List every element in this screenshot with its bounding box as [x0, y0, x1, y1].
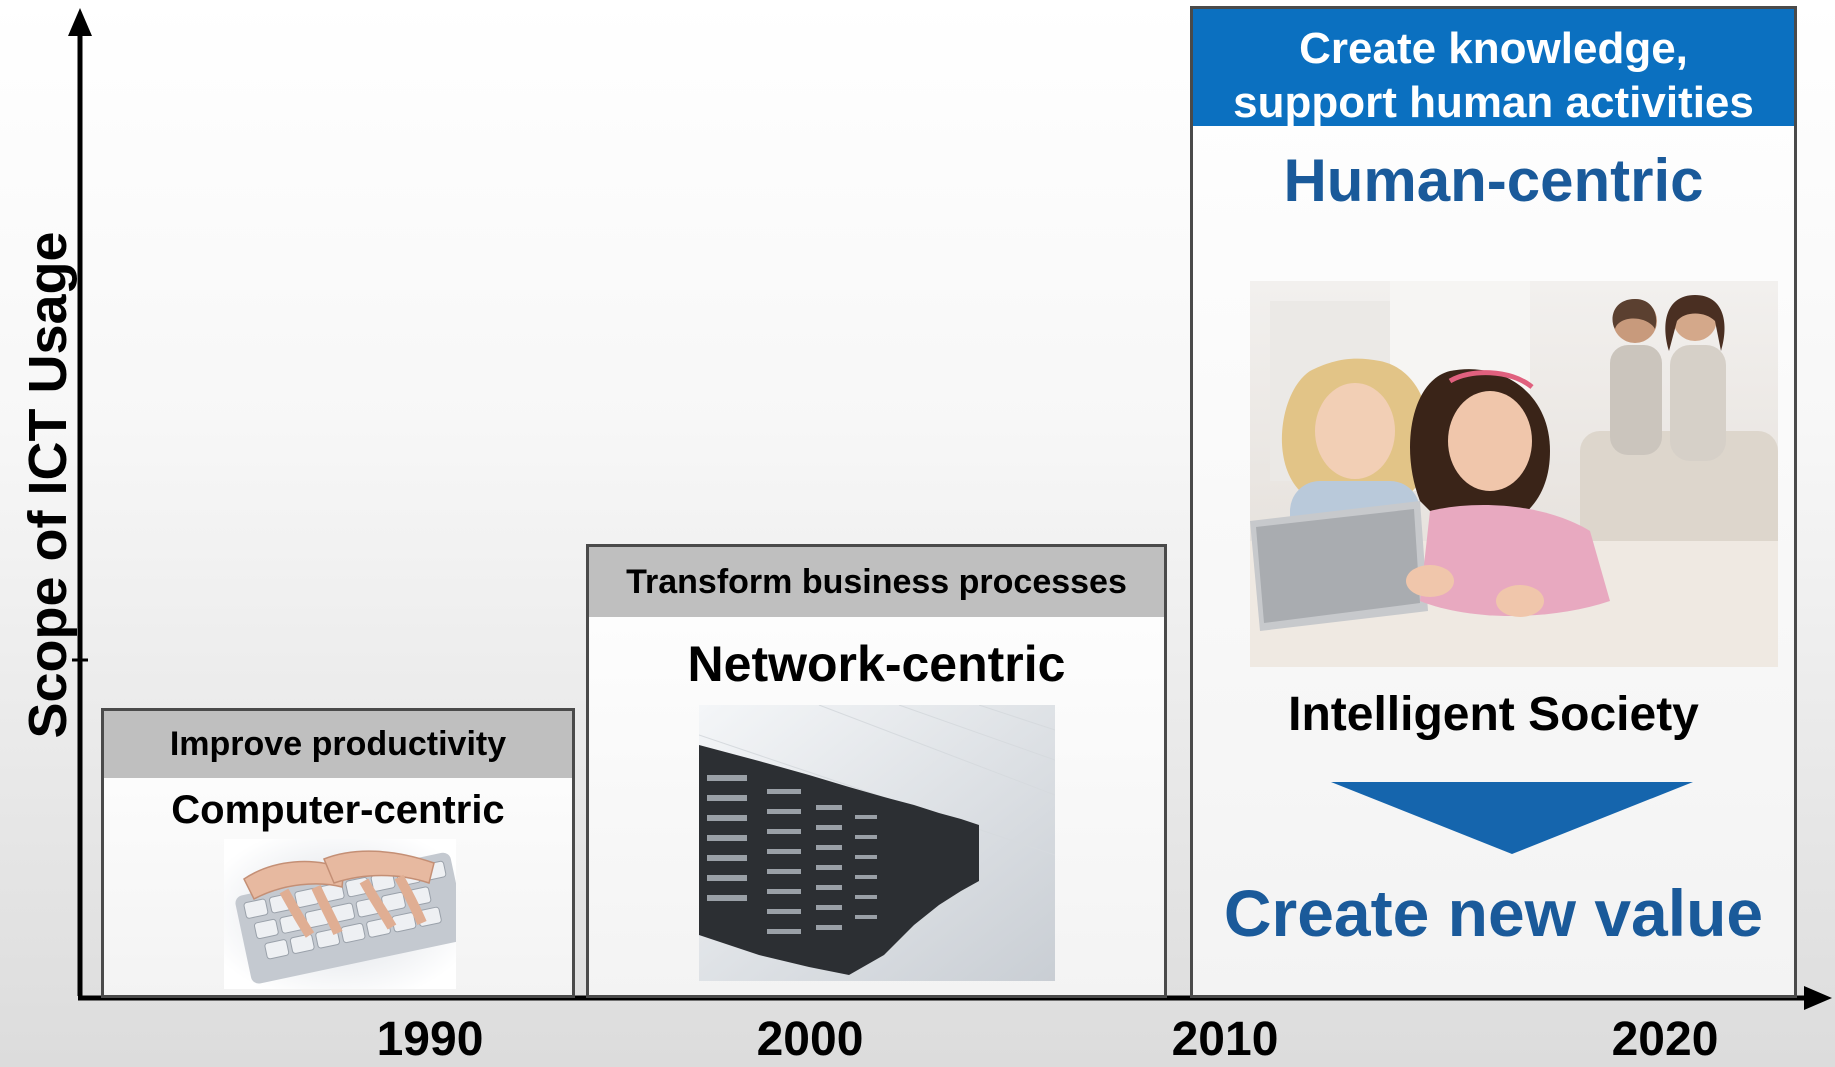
- y-axis-arrowhead: [68, 8, 92, 36]
- era-header: Improve productivity: [104, 711, 572, 778]
- era-header-line-2: support human activities: [1233, 78, 1754, 127]
- era-header-line-1: Create knowledge,: [1299, 24, 1688, 73]
- x-axis-arrowhead: [1804, 986, 1832, 1010]
- era-result: Create new value: [1223, 876, 1764, 950]
- down-arrow-icon: [1331, 782, 1693, 854]
- era-box-human-centric: Create knowledge, support human activiti…: [1190, 6, 1797, 998]
- family-with-tablet-photo: [1250, 281, 1778, 667]
- era-title: Human-centric: [1283, 147, 1704, 214]
- keyboard-typing-photo: [224, 839, 456, 989]
- year-label-2000: 2000: [756, 1013, 864, 1066]
- year-label-2010: 2010: [1171, 1013, 1279, 1066]
- era-title: Network-centric: [687, 636, 1066, 692]
- era-title: Computer-centric: [171, 788, 505, 832]
- era-header: Transform business processes: [589, 547, 1164, 617]
- year-label-2020: 2020: [1611, 1013, 1719, 1066]
- era-box-computer-centric: Improve productivity Computer-centric: [101, 708, 575, 998]
- year-label-1990: 1990: [376, 1013, 484, 1066]
- era-caption: Intelligent Society: [1288, 688, 1699, 741]
- y-axis-label: Scope of ICT Usage: [18, 231, 78, 739]
- era-header-blue: Create knowledge, support human activiti…: [1193, 9, 1794, 127]
- era-box-network-centric: Transform business processes Network-cen…: [586, 544, 1167, 998]
- server-racks-photo: [699, 705, 1055, 981]
